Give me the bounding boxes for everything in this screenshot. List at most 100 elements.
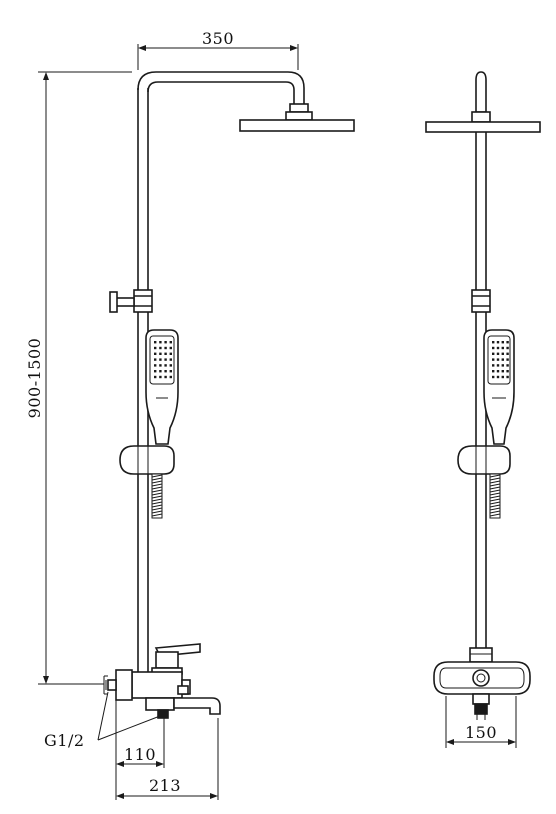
nozzle-dot [154,358,157,361]
nozzle-dot [154,375,157,379]
side-hand-shower-nozzles [492,341,509,379]
front-shower-hose [151,473,163,519]
hose-ridge [151,495,163,499]
nozzle-dot [159,346,162,350]
nozzle-dot [154,370,157,373]
hose-ridge [151,477,163,481]
nozzle-dot [496,346,500,350]
hose-ridge [489,495,501,499]
hose-ridge [151,489,163,493]
nozzle-dot [169,346,172,350]
nozzle-dot [154,352,157,355]
hose-ridge [151,498,163,502]
dimension-inlet-spacing-label: 150 [465,723,497,742]
hose-ridge [151,513,163,517]
nozzle-dot [169,341,172,344]
nozzle-dot [501,352,504,355]
nozzle-dot [501,364,504,367]
front-diverter-knob [109,289,153,313]
nozzle-dot [501,346,504,350]
nozzle-dot [169,370,172,373]
nozzle-dot [496,375,500,379]
nozzle-dot [159,375,162,379]
nozzle-dot [501,358,504,361]
front-overhead-arm [137,71,305,104]
side-hand-shower [483,329,515,445]
nozzle-dot [169,358,172,361]
nozzle-dot [492,346,495,350]
dimension-spout-offset-label: 110 [124,745,156,764]
nozzle-dot [506,358,509,361]
hose-ridge [489,489,501,493]
nozzle-dot [159,358,162,361]
dimension-inlet-spacing: 150 [445,696,517,748]
hose-ridge [489,498,501,502]
side-view [425,71,541,720]
dimension-height-range: 900-1500 [25,71,132,685]
nozzle-dot [506,364,509,367]
nozzle-dot [164,346,167,350]
hose-ridge [151,492,163,496]
dimension-inlet-thread-label: G1/2 [44,731,85,750]
hose-ridge [489,477,501,481]
hose-ridge [489,507,501,511]
nozzle-dot [164,358,167,361]
nozzle-dot [492,341,495,344]
nozzle-dot [496,358,500,361]
front-hand-shower-nozzles [154,341,172,379]
dimension-spout-offset: 110 [115,700,165,800]
nozzle-dot [164,364,167,367]
front-hand-shower [145,329,179,445]
hose-ridge [151,510,163,514]
side-overhead-arm [425,71,541,133]
nozzle-dot [496,341,500,344]
nozzle-dot [506,352,509,355]
nozzle-dot [164,375,167,379]
front-slide-holder [119,445,175,475]
hose-ridge [489,492,501,496]
front-view [103,71,355,719]
nozzle-dot [154,341,157,344]
hose-ridge [151,480,163,484]
nozzle-dot [159,370,162,373]
dimension-mixer-length-label: 213 [149,776,181,795]
nozzle-dot [492,364,495,367]
nozzle-dot [501,341,504,344]
side-slide-holder [457,445,511,475]
nozzle-dot [506,346,509,350]
hose-ridge [151,507,163,511]
nozzle-dot [159,352,162,355]
nozzle-dot [164,341,167,344]
nozzle-dot [159,364,162,367]
nozzle-dot [492,352,495,355]
nozzle-dot [169,352,172,355]
hose-ridge [489,474,501,478]
nozzle-dot [159,341,162,344]
nozzle-dot [169,375,172,379]
nozzle-dot [492,370,495,373]
nozzle-dot [492,358,495,361]
dimension-height-range-label: 900-1500 [25,338,44,419]
hose-ridge [489,483,501,487]
dimension-mixer-length: 213 [116,718,219,800]
nozzle-dot [501,375,504,379]
hose-ridge [151,501,163,505]
nozzle-dot [154,346,157,350]
dimension-head-reach-label: 350 [202,29,234,48]
hose-ridge [489,513,501,517]
hose-ridge [151,483,163,487]
dimension-head-reach: 350 [137,29,299,70]
nozzle-dot [492,375,495,379]
nozzle-dot [496,370,500,373]
nozzle-dot [164,352,167,355]
hose-ridge [489,504,501,508]
nozzle-dot [496,364,500,367]
nozzle-dot [169,364,172,367]
front-mixer-body [103,643,221,719]
nozzle-dot [506,375,509,379]
hose-ridge [151,486,163,490]
side-diverter-collar [471,289,491,313]
hose-ridge [151,474,163,478]
side-mixer-body [433,647,531,720]
